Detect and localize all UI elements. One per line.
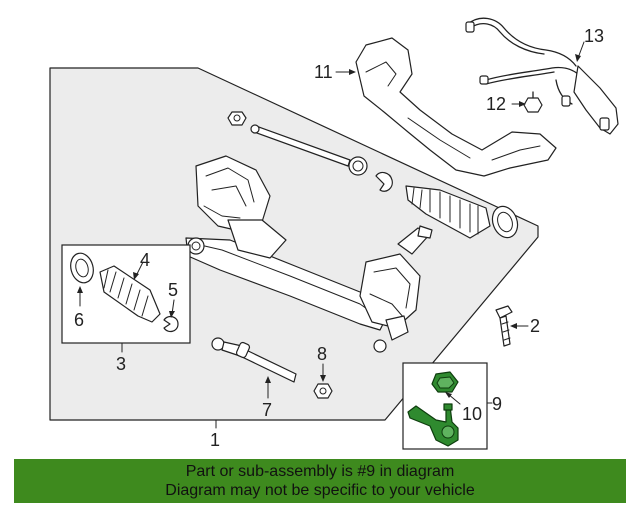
nut-part-8[interactable] xyxy=(313,383,333,399)
clamp-part-5[interactable] xyxy=(163,315,179,333)
nut-top[interactable] xyxy=(227,111,247,126)
heat-shield-part-11[interactable] xyxy=(355,37,557,177)
callout-11: 11 xyxy=(314,62,333,82)
callout-12: 12 xyxy=(486,94,506,114)
inner-tie-rod-upper[interactable] xyxy=(250,124,368,176)
boot-clamp-upper[interactable] xyxy=(375,171,393,192)
callout-8: 8 xyxy=(317,344,327,364)
wiring-harness-part-13[interactable] xyxy=(465,17,619,135)
footer-line-2: Diagram may not be specific to your vehi… xyxy=(165,482,475,499)
callout-9[interactable]: 9 xyxy=(492,394,502,414)
footer-line-1: Part or sub-assembly is #9 in diagram xyxy=(185,463,455,480)
nut-part-10[interactable] xyxy=(431,371,459,393)
callout-4: 4 xyxy=(140,250,150,270)
inner-tie-rod-part-7[interactable] xyxy=(211,337,297,383)
seal-ring-part-6[interactable] xyxy=(67,251,96,286)
callout-5: 5 xyxy=(168,280,178,300)
callout-6: 6 xyxy=(74,310,84,330)
steering-gear-rack[interactable] xyxy=(185,155,433,353)
leader-lines xyxy=(77,41,585,429)
callout-1: 1 xyxy=(210,430,220,450)
tie-rod-end-part-9[interactable] xyxy=(407,403,459,447)
callout-3: 3 xyxy=(116,354,126,374)
bolt-part-12[interactable] xyxy=(523,91,543,113)
bellows-boot-part-4[interactable] xyxy=(99,265,161,323)
bellows-boot-upper[interactable] xyxy=(405,185,491,239)
bolt-part-2[interactable] xyxy=(495,305,513,347)
callout-10: 10 xyxy=(462,404,482,424)
footer-banner: Part or sub-assembly is #9 in diagram Di… xyxy=(14,459,626,503)
callout-13: 13 xyxy=(584,26,604,46)
callout-2: 2 xyxy=(530,316,540,336)
callout-7: 7 xyxy=(262,400,272,420)
